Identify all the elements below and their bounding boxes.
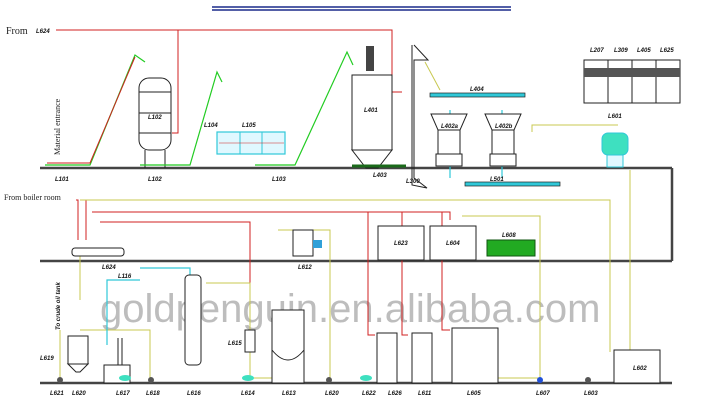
label-l611: L611 [418,391,432,397]
heat-exchanger-l615 [244,329,256,353]
label-l105: L105 [242,123,256,129]
watermark: goldpenguin.en.alibaba.com [100,287,600,331]
hopper-l402b [484,113,522,167]
label-l402a: L402a [441,124,459,130]
label-l603: L603 [584,391,598,397]
label-l116: L116 [118,274,132,280]
bucket-elevator-l103 [255,50,354,166]
bucket-elevator-l101 [45,54,146,166]
tank-l623 [377,225,425,261]
label-l622: L622 [362,391,376,397]
material-entrance-label: Material entrance [53,98,62,155]
label-l616: L616 [187,391,201,397]
label-l402b: L402b [495,124,513,130]
hopper-l402a [430,113,468,167]
label-l300: L300 [406,179,420,185]
label-l207: L207 [590,48,604,54]
tank-l602 [613,349,661,384]
label-l404: L404 [470,87,484,93]
label-l103: L103 [272,177,286,183]
tank-l605 [451,327,499,384]
label-l605: L605 [467,391,481,397]
filter-l601 [601,132,629,168]
label-l620-pump: L620 [325,391,339,397]
label-l601: L601 [608,114,622,120]
label-l613: L613 [282,391,296,397]
screw-conveyor-l501 [464,181,561,187]
label-l401: L401 [364,108,378,114]
label-l618: L618 [146,391,160,397]
tower-l616 [184,274,202,366]
label-l309: L309 [614,48,628,54]
decanter-l608 [486,239,536,257]
label-l612: L612 [298,265,312,271]
label-l602: L602 [633,366,647,372]
label-l405: L405 [637,48,651,54]
label-l501: L501 [490,177,504,183]
control-cabinets [583,59,681,104]
cooker-l105 [216,131,286,155]
label-l102-tank: L102 [148,115,162,121]
label-l607: L607 [536,391,550,397]
from-top-label: From [6,26,28,37]
title-rule [212,6,511,11]
pumps [57,375,591,383]
label-l625: L625 [660,48,674,54]
press-tank-l401 [350,46,406,169]
label-l617: L617 [116,391,130,397]
tank-l626 [376,332,398,384]
tank-l604 [429,225,477,261]
label-l104: L104 [204,123,218,129]
label-l604: L604 [446,241,460,247]
tank-l102 [138,77,172,168]
from-boiler-label: From boiler room [4,193,62,202]
kettle-l613 [271,309,305,384]
centrifuge-l612 [292,229,322,257]
label-l102: L102 [148,177,162,183]
label-l621: L621 [50,391,64,397]
chute-l300 [411,44,430,189]
tank-l611 [411,332,433,384]
bucket-elevator-l104 [140,70,223,166]
screw-conveyor-l404 [424,61,526,98]
label-l620-tank: L620 [72,391,86,397]
label-l615: L615 [228,341,242,347]
to-crude-label: To crude oil tank [56,282,62,330]
label-l608: L608 [502,233,516,239]
tank-l620 [66,335,90,373]
label-l619: L619 [40,356,54,362]
label-l614: L614 [241,391,255,397]
label-l624: L624 [102,265,116,271]
label-l101: L101 [55,177,69,183]
label-l403: L403 [373,173,387,179]
from-top-tag: L624 [36,29,50,35]
label-l626: L626 [388,391,402,397]
steam-manifold-l624 [71,247,125,257]
label-l623: L623 [394,241,408,247]
